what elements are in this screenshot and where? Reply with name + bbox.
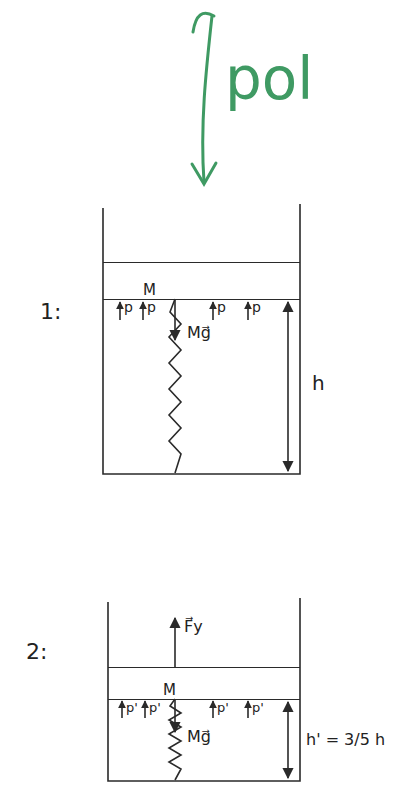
figure-number: 2:: [26, 640, 47, 664]
height-dimension: [287, 302, 289, 471]
handwritten-note: pol: [225, 48, 313, 112]
cylinder-wall: [103, 204, 300, 474]
pressure-arrow: [142, 302, 144, 320]
weight-arrow: [174, 300, 176, 340]
figure-number: 1:: [40, 300, 61, 324]
pressure-arrow: [212, 701, 214, 718]
cylinder-2: [108, 598, 300, 781]
pressure-label: p: [147, 300, 156, 315]
spring: [169, 299, 181, 473]
weight-arrow: [174, 700, 176, 732]
pressure-label: p: [252, 300, 261, 315]
cylinder-1: [103, 204, 300, 474]
spring: [169, 699, 181, 780]
pressure-label: p': [217, 701, 229, 715]
pressure-arrow: [247, 701, 249, 718]
height-label: h: [312, 372, 325, 394]
pressure-label: p': [126, 701, 138, 715]
pressure-arrow: [121, 701, 123, 718]
pressure-label: p': [252, 701, 264, 715]
pressure-label: p: [217, 300, 226, 315]
weight-label: Mg⃗: [187, 324, 211, 342]
piston: M: [108, 667, 300, 700]
mass-label: M: [143, 282, 300, 300]
piston: M: [103, 262, 300, 300]
pressure-label: p: [124, 300, 133, 315]
force-arrow: [174, 618, 176, 667]
force-label: F⃗y: [184, 618, 203, 636]
pressure-arrow: [212, 302, 214, 320]
weight-label: Mg⃗: [187, 728, 211, 746]
cylinder-wall: [108, 598, 300, 781]
direction-arrow: [192, 13, 216, 184]
pressure-arrow: [247, 302, 249, 320]
pressure-arrow: [144, 701, 146, 718]
mass-label: M: [163, 682, 300, 700]
pressure-arrow: [119, 302, 121, 320]
pressure-label: p': [149, 701, 161, 715]
arrow-head: [192, 163, 216, 184]
height-dimension: [287, 702, 289, 778]
arrow-shaft: [203, 16, 212, 182]
height-label: h' = 3/5 h: [306, 731, 385, 749]
